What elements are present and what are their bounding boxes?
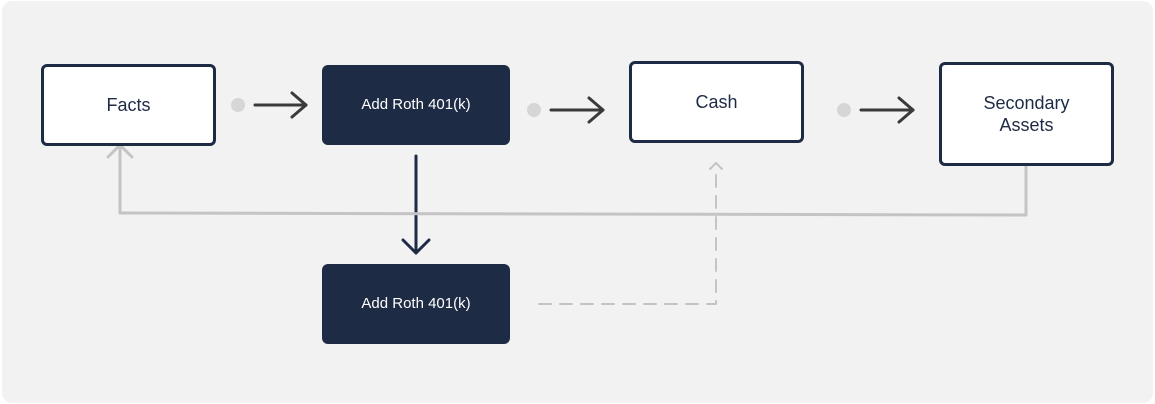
node-facts-label: Facts: [106, 95, 151, 115]
node-secondary-assets[interactable]: Secondary Assets: [939, 62, 1114, 166]
node-cash[interactable]: Cash: [629, 61, 804, 143]
node-add-roth-top[interactable]: Add Roth 401(k): [322, 65, 510, 145]
node-add-roth-bottom[interactable]: Add Roth 401(k): [322, 264, 510, 344]
node-secondary-assets-label: Secondary Assets: [983, 93, 1070, 135]
node-add-roth-bottom-label: Add Roth 401(k): [361, 295, 471, 312]
node-cash-label: Cash: [695, 92, 738, 112]
node-add-roth-top-label: Add Roth 401(k): [361, 96, 471, 113]
node-facts[interactable]: Facts: [41, 64, 216, 146]
